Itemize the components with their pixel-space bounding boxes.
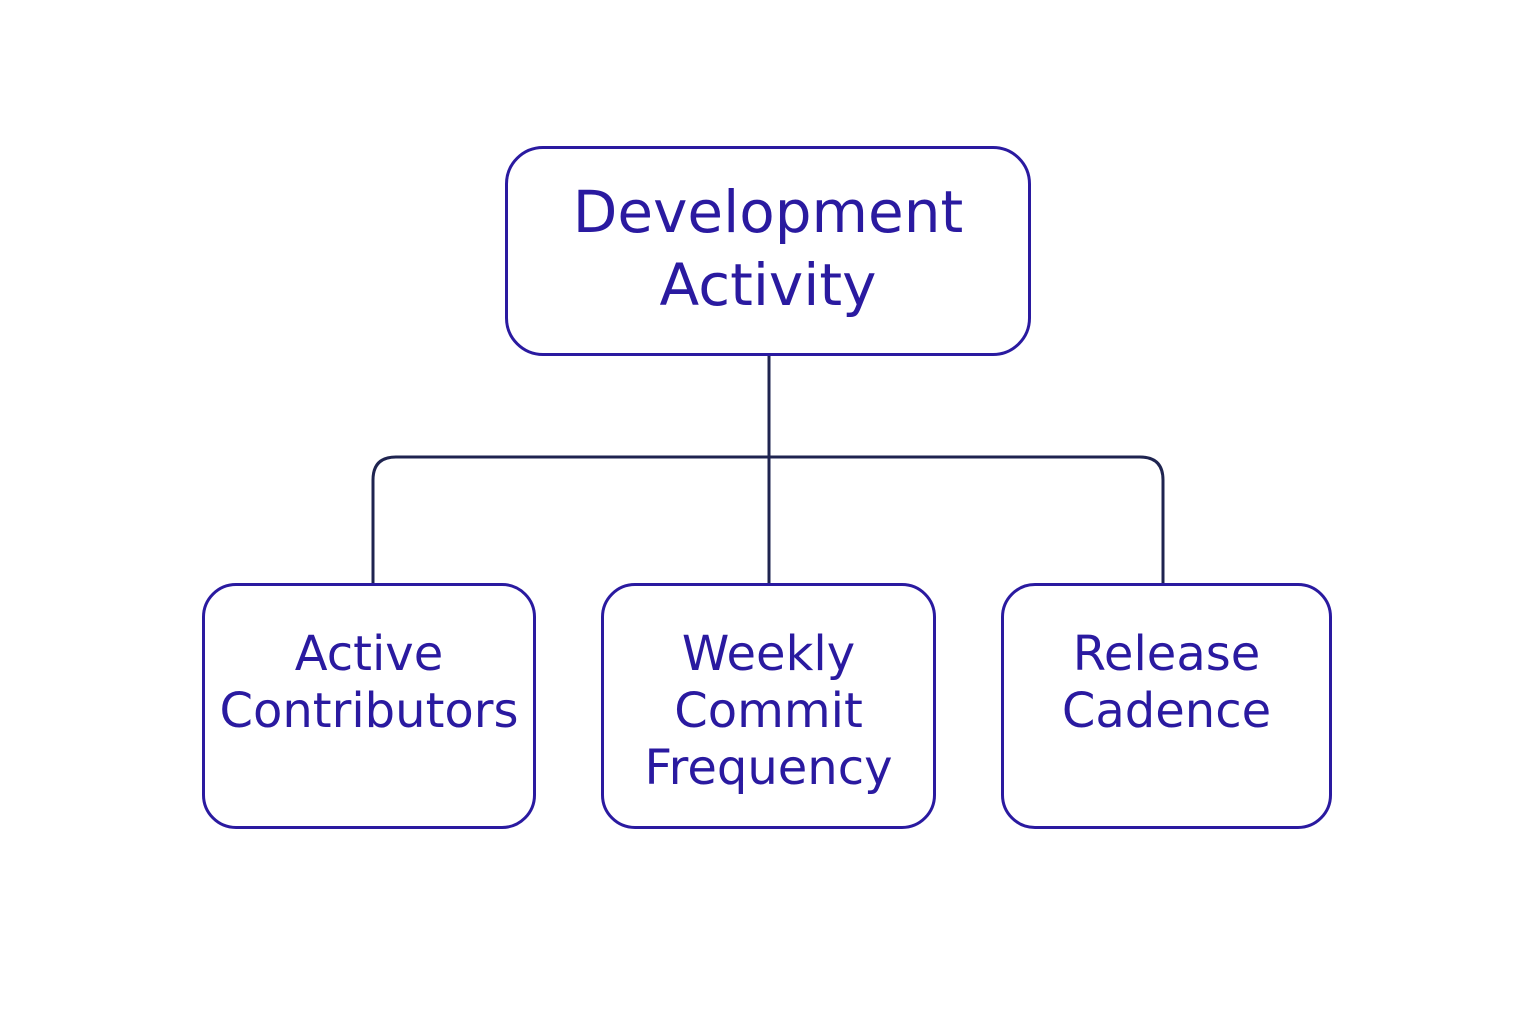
child-node-label: Release Cadence	[1061, 626, 1272, 739]
child-node-active-contributors: Active Contributors	[202, 583, 536, 829]
child-node-label: Weekly Commit Frequency	[644, 626, 893, 796]
child-node-weekly-commit-frequency: Weekly Commit Frequency	[601, 583, 936, 829]
child-node-label: Active Contributors	[219, 626, 519, 739]
root-node-development-activity: Development Activity	[505, 146, 1031, 356]
root-node-label: Development Activity	[572, 178, 964, 319]
branch-horizontal-connector	[371, 455, 1165, 585]
child-node-release-cadence: Release Cadence	[1001, 583, 1332, 829]
